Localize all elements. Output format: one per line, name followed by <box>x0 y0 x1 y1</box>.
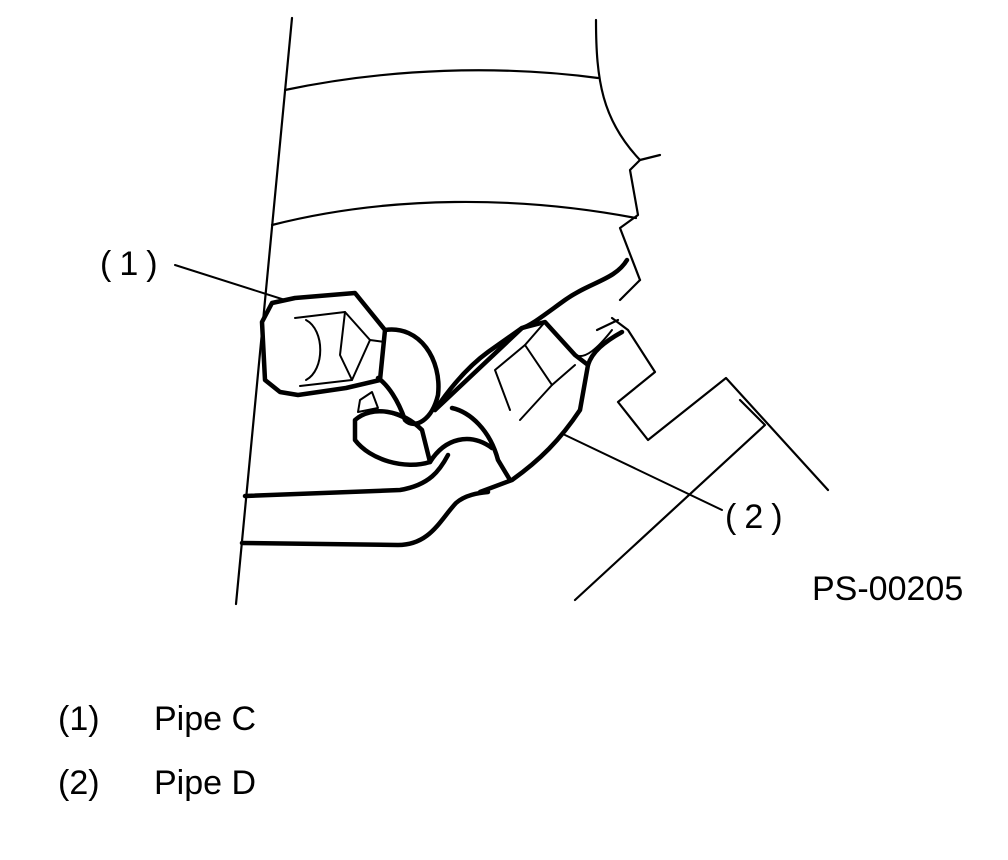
leader-lines <box>174 264 723 511</box>
legend-label: Pipe C <box>154 700 257 738</box>
parts-legend: (1) Pipe C (2) Pipe D <box>58 700 256 828</box>
pipe-diagram: (1) (2) PS-00205 <box>100 16 964 608</box>
figure-id-label: PS-00205 <box>812 570 964 608</box>
legend-number: (2) <box>58 764 100 802</box>
pipe-illustration <box>174 16 830 606</box>
flare-nut-1-detail <box>294 311 423 431</box>
bracket-outline <box>573 316 830 602</box>
callout-label-1: (1) <box>100 245 166 283</box>
legend-item: (2) Pipe D <box>58 764 256 802</box>
callout-label-2: (2) <box>725 498 791 536</box>
housing-outline <box>234 16 662 606</box>
legend-label: Pipe D <box>154 764 257 802</box>
legend-item: (1) Pipe C <box>58 700 256 738</box>
legend-number: (1) <box>58 700 100 738</box>
pipe-d-detail <box>494 321 613 421</box>
